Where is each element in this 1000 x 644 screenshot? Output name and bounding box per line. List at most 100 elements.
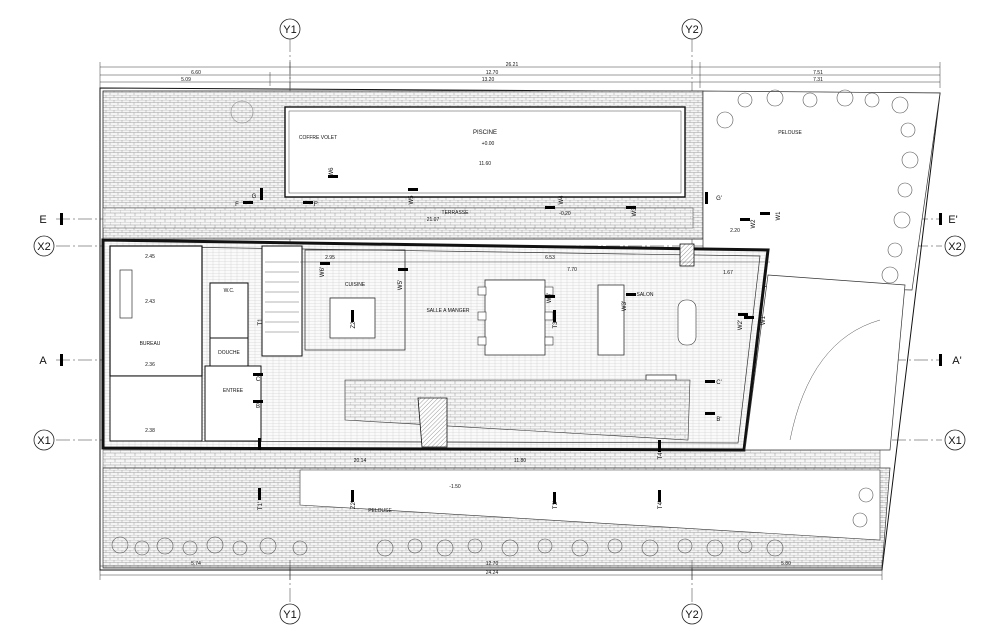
stair-core bbox=[261, 245, 303, 357]
mark-w1-prime: W1' bbox=[761, 315, 767, 325]
dim-left-a: 2.45 bbox=[145, 254, 155, 260]
pelouse-bottom-label: PELOUSE bbox=[368, 508, 392, 514]
dim-top-a: 6.60 bbox=[191, 70, 201, 76]
dining-chairs bbox=[477, 286, 554, 346]
dim-interior-c: 7.70 bbox=[567, 267, 577, 273]
mark-t3-prime: T3' bbox=[553, 501, 559, 509]
dim-top-b: 12.70 bbox=[486, 70, 499, 76]
mark-z2-prime: Z2' bbox=[351, 501, 357, 509]
lawn-wedge bbox=[299, 469, 881, 541]
dim-bottom-c: 5.80 bbox=[781, 561, 791, 567]
hatched-chimney bbox=[679, 243, 695, 267]
axis-y2-top-label: Y2 bbox=[685, 24, 698, 36]
lower-paving bbox=[102, 449, 881, 469]
hedge-shrubs bbox=[111, 89, 919, 557]
pool bbox=[284, 106, 686, 198]
level-2: -0.20 bbox=[559, 211, 571, 217]
dim-lower-b: 11.80 bbox=[514, 458, 526, 464]
axis-e-prime-label: E' bbox=[948, 214, 957, 226]
top-dimensions bbox=[99, 62, 941, 88]
axis-a-label: A bbox=[39, 355, 47, 367]
mark-w1: W1 bbox=[776, 211, 782, 221]
dim-interior-a: 2.95 bbox=[325, 255, 335, 261]
dim-interior-b: 6.53 bbox=[545, 255, 555, 261]
mark-w6: W6 bbox=[329, 167, 335, 177]
cuisine-area bbox=[304, 249, 406, 351]
entree-label: ENTREE bbox=[223, 388, 244, 394]
mark-w3-prime: W3' bbox=[622, 301, 628, 311]
dim-top-f: 7.31 bbox=[813, 77, 823, 83]
stair-treads bbox=[265, 261, 299, 333]
axis-y1-bottom-label: Y1 bbox=[283, 609, 296, 621]
bottom-dimensions bbox=[99, 560, 883, 580]
bureau-label: BUREAU bbox=[140, 341, 161, 347]
axis-x2-left-label: X2 bbox=[37, 241, 50, 253]
mark-w4: W4 bbox=[559, 195, 565, 205]
mark-c-prime: C' bbox=[716, 380, 721, 386]
pelouse-top-label: PELOUSE bbox=[778, 130, 802, 136]
mark-t1-prime: T1' bbox=[258, 502, 264, 510]
wc-room bbox=[209, 282, 249, 339]
axis-y1-top-label: Y1 bbox=[283, 24, 296, 36]
entree-room bbox=[204, 365, 262, 442]
axis-x2-right-label: X2 bbox=[948, 241, 961, 253]
dim-top-c: 7.51 bbox=[813, 70, 823, 76]
bureau-lower bbox=[109, 375, 203, 442]
dim-bottom-b: 12.70 bbox=[486, 561, 499, 567]
dim-left-b: 2.43 bbox=[145, 299, 155, 305]
carport bbox=[744, 274, 906, 451]
axis-x1-left-label: X1 bbox=[37, 435, 50, 447]
terrace-label: TERRASSE bbox=[442, 210, 470, 216]
grid-bubbles bbox=[33, 18, 966, 625]
dining-table bbox=[484, 279, 546, 356]
mark-f-prime: F' bbox=[314, 202, 319, 208]
mark-g-prime: G' bbox=[716, 196, 722, 202]
douche-room bbox=[209, 337, 249, 367]
dim-right-b: 2.20 bbox=[730, 228, 740, 234]
pool-inner-edge bbox=[288, 110, 682, 194]
axis-e-label: E bbox=[39, 214, 46, 226]
mark-w5: W5 bbox=[409, 195, 415, 205]
salon-label: SALON bbox=[637, 292, 654, 298]
mark-w3: W3 bbox=[632, 207, 638, 217]
hatched-pillar bbox=[417, 397, 448, 448]
mark-t4: T4 bbox=[658, 452, 664, 460]
coffre-volet-label: COFFRE VOLET bbox=[299, 135, 337, 141]
mark-b-prime: B' bbox=[716, 417, 721, 423]
mark-w2-prime: W2' bbox=[738, 320, 744, 330]
dim-left-d: 2.38 bbox=[145, 428, 155, 434]
dim-bottom-a: 5.74 bbox=[191, 561, 201, 567]
mark-f: F bbox=[235, 202, 239, 208]
axis-a-prime-label: A' bbox=[952, 355, 961, 367]
level-1: +0.00 bbox=[482, 141, 495, 147]
mark-b: B bbox=[256, 404, 260, 410]
terrace-strip bbox=[102, 207, 694, 229]
dim-top-d: 5.09 bbox=[181, 77, 191, 83]
mark-w6-prime: W6' bbox=[320, 267, 326, 277]
salle-a-manger-label: SALLE A MANGER bbox=[426, 308, 469, 314]
mark-t4-prime: T4' bbox=[658, 501, 664, 509]
douche-label: DOUCHE bbox=[218, 350, 240, 356]
pool-label: PISCINE bbox=[473, 130, 497, 136]
tree-symbol bbox=[230, 100, 254, 124]
section-markers bbox=[243, 175, 770, 504]
dim-right-a: 1.67 bbox=[723, 270, 733, 276]
car-turn-arc bbox=[789, 319, 881, 441]
pool-length: 11.60 bbox=[479, 161, 491, 167]
mark-w2: W2 bbox=[751, 219, 757, 229]
level-3: -1.50 bbox=[449, 484, 461, 490]
wc-label: W.C. bbox=[224, 288, 235, 294]
mark-c: C bbox=[256, 377, 261, 383]
terrace-length: 21.07 bbox=[427, 217, 440, 223]
mark-g: G bbox=[252, 194, 257, 200]
bureau-sofa bbox=[119, 269, 133, 319]
axis-y2-bottom-label: Y2 bbox=[685, 609, 698, 621]
cuisine-label: CUISINE bbox=[345, 282, 366, 288]
axis-ticks bbox=[60, 213, 942, 366]
dim-left-c: 2.36 bbox=[145, 362, 155, 368]
dim-lower-a: 20.14 bbox=[354, 458, 367, 464]
dim-top-e: 13.20 bbox=[482, 77, 495, 83]
salon-table bbox=[677, 299, 697, 346]
salon-sofa bbox=[597, 284, 625, 356]
